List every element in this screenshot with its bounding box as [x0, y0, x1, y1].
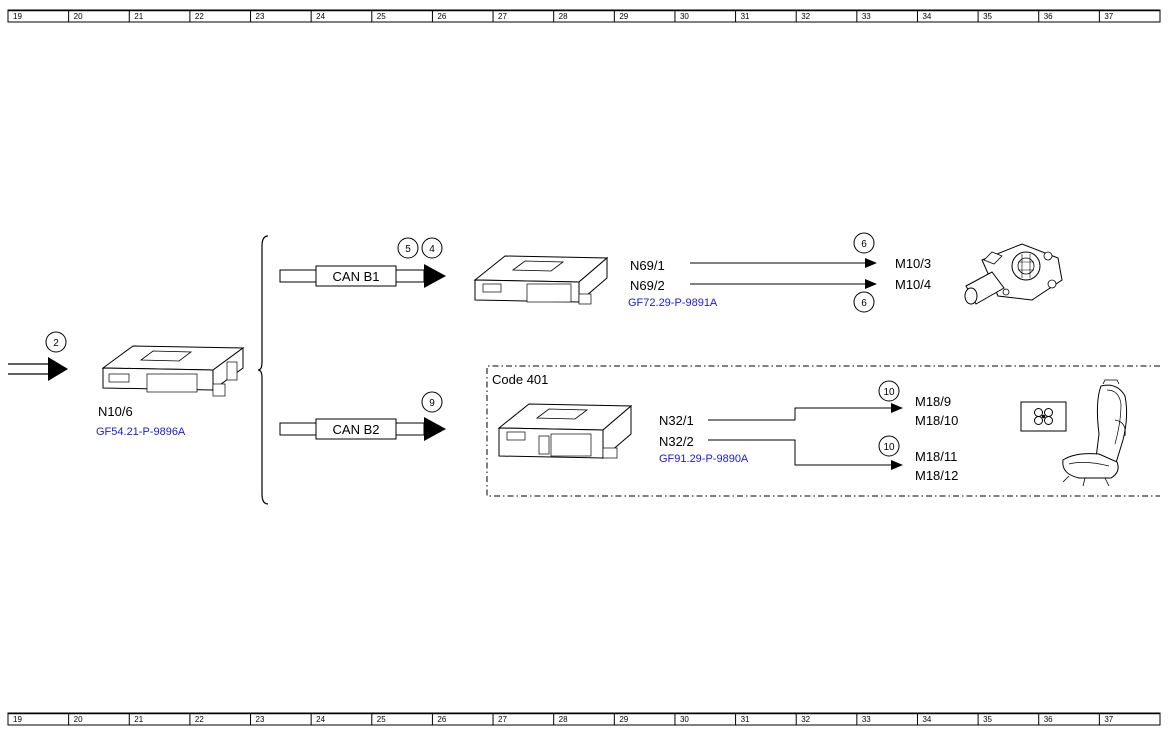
ruler-number: 27 [498, 12, 507, 21]
module-label-n10-6: N10/6 [98, 404, 133, 419]
seat-ventilation-fan-icon [1020, 401, 1067, 432]
ruler-number: 27 [498, 715, 507, 724]
wire-n32-1-m18-9 [708, 403, 903, 421]
can-b2-bus [279, 417, 446, 441]
can-b1-label: CAN B1 [333, 269, 380, 284]
ruler-number: 33 [862, 715, 871, 724]
svg-text:10: 10 [883, 442, 895, 453]
svg-text:6: 6 [861, 239, 867, 250]
target-m10-3: M10/3 [895, 256, 931, 271]
seat-icon [1062, 379, 1128, 487]
ruler-number: 32 [801, 715, 810, 724]
control-unit-n10-6-icon [101, 345, 245, 397]
svg-text:5: 5 [405, 244, 411, 255]
ruler-number: 31 [741, 715, 750, 724]
top-ruler: 19 20 21 22 23 24 25 26 27 28 29 30 31 32 33 34 35 36 37 [7, 9, 1161, 23]
svg-text:4: 4 [429, 244, 435, 255]
ruler-number: 24 [316, 715, 325, 724]
ruler-number: 29 [619, 12, 628, 21]
output-n69-2: N69/2 [630, 278, 665, 293]
ruler-number: 29 [619, 715, 628, 724]
link-gf91[interactable]: GF91.29-P-9890A [659, 453, 749, 465]
control-unit-n69-icon [473, 255, 609, 305]
link-gf72[interactable]: GF72.29-P-9891A [628, 297, 718, 309]
ruler-number: 33 [862, 12, 871, 21]
target-m10-4: M10/4 [895, 277, 931, 292]
ruler-number: 20 [74, 715, 83, 724]
ref-circle-window-6a[interactable]: 6 [853, 232, 875, 254]
can-b2-label: CAN B2 [333, 422, 380, 437]
ruler-number: 26 [437, 12, 446, 21]
output-n32-2: N32/2 [659, 434, 694, 449]
bottom-ruler: 19 20 21 22 23 24 25 26 27 28 29 30 31 32 33 34 35 36 37 [7, 712, 1161, 726]
ref-number: 2 [53, 338, 59, 349]
wire-n32-2-m18-11 [708, 439, 903, 470]
ruler-number: 30 [680, 715, 689, 724]
ruler-number: 32 [801, 12, 810, 21]
ref-circle-window-6b[interactable]: 6 [853, 291, 875, 313]
control-unit-n32-icon [497, 403, 633, 460]
code-401-label: Code 401 [492, 372, 548, 387]
ruler-number: 20 [74, 12, 83, 21]
ruler-number: 36 [1044, 715, 1053, 724]
ref-circle-seat-10a[interactable]: 10 [878, 380, 900, 402]
output-n69-1: N69/1 [630, 258, 665, 273]
ruler-number: 24 [316, 12, 325, 21]
window-motor-icon [964, 243, 1063, 305]
code-401-region [486, 365, 1160, 497]
ruler-number: 31 [741, 12, 750, 21]
target-m18-12: M18/12 [915, 468, 958, 483]
target-m18-10: M18/10 [915, 413, 958, 428]
ruler-number: 28 [559, 12, 568, 21]
svg-text:10: 10 [883, 387, 895, 398]
ruler-number: 22 [195, 715, 204, 724]
ref-circle-can-b1-4[interactable]: 4 [421, 237, 443, 259]
output-n32-1: N32/1 [659, 413, 694, 428]
ruler-number: 25 [377, 715, 386, 724]
target-m18-9: M18/9 [915, 394, 951, 409]
ruler-number: 23 [256, 715, 265, 724]
ref-circle-seat-10b[interactable]: 10 [878, 435, 900, 457]
svg-text:9: 9 [429, 398, 435, 409]
ruler-number: 34 [922, 715, 931, 724]
ruler-number: 19 [13, 715, 22, 724]
can-b1-label-box: CAN B1 [315, 265, 397, 287]
target-m18-11: M18/11 [915, 449, 957, 464]
ruler-number: 21 [134, 715, 143, 724]
bracket [257, 235, 269, 505]
ruler-number: 21 [134, 12, 143, 21]
ref-circle-can-b2-9[interactable]: 9 [421, 391, 443, 413]
can-b1-bus [279, 264, 446, 288]
ruler-number: 30 [680, 12, 689, 21]
ruler-number: 36 [1044, 12, 1053, 21]
ruler-number: 35 [983, 715, 992, 724]
svg-text:6: 6 [861, 298, 867, 309]
ruler-number: 26 [437, 715, 446, 724]
ruler-number: 19 [13, 12, 22, 21]
ruler-number: 34 [922, 12, 931, 21]
link-gf54[interactable]: GF54.21-P-9896A [96, 426, 186, 438]
ref-circle-can-b1-5[interactable]: 5 [397, 237, 419, 259]
can-b2-label-box: CAN B2 [315, 418, 397, 440]
ruler-number: 35 [983, 12, 992, 21]
ruler-number: 23 [256, 12, 265, 21]
ruler-number: 37 [1104, 12, 1113, 21]
ruler-number: 37 [1104, 715, 1113, 724]
ruler-number: 22 [195, 12, 204, 21]
ruler-number: 25 [377, 12, 386, 21]
ruler-number: 28 [559, 715, 568, 724]
input-arrow [8, 357, 68, 381]
ref-circle-input[interactable]: 2 [45, 331, 67, 353]
